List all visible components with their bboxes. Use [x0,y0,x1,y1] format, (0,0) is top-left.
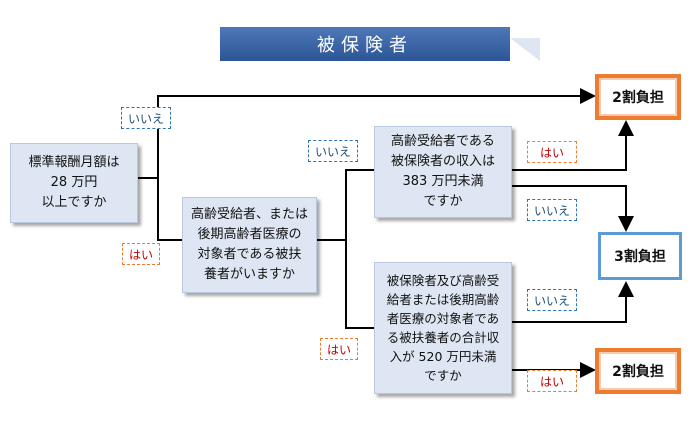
label-yes-q2: はい [320,338,358,360]
label-no-q4: いいえ [527,289,577,311]
title-decoration [510,38,540,61]
q4-line: 者医療の対象者であ [386,311,500,326]
question-income-383: 高齢受給者である 被保険者の収入は 383 万円未満 ですか [374,126,512,218]
line-q1-no [138,88,596,179]
question-income-520: 被保険者及び高齢受 給者または後期高齢 者医療の対象者であ る被扶養者の合計収 … [374,262,512,394]
q3-line: ですか [423,194,463,209]
q1-line: 以上ですか [41,195,107,210]
label-no-q3: いいえ [527,199,577,221]
page-title: 被保険者 [220,27,510,61]
q4-line: 入が 520 万円未満 [389,349,497,364]
line-q1-yes [157,178,182,241]
line-q3-yes [512,120,634,171]
label-yes-q1: はい [122,243,160,265]
q3-line: 被保険者の収入は [390,154,495,169]
q2-line: 高齢受給者、または [190,207,308,222]
q4-line: 給者または後期高齢 [386,292,500,307]
q4-line: 被保険者及び高齢受 [386,273,500,288]
q3-line: 383 万円未満 [402,174,484,189]
label-no-q2: いいえ [308,140,358,162]
label-yes-q3: はい [527,141,577,163]
q2-line: 後期高齢者医療の [197,227,302,242]
q4-line: る被扶養者の合計収 [386,330,500,345]
line-q4-no [512,281,634,323]
q2-line: 対象者である被扶 [197,247,302,262]
q3-line: 高齢受給者である [391,134,495,149]
q2-line: 養者がいますか [203,267,295,282]
question-monthly-salary: 標準報酬月額は 28 万円 以上ですか [10,143,138,223]
label-yes-q4: はい [527,370,577,392]
result-middle-30pct: 3割負担 [598,232,682,280]
result-bottom-20pct: 2割負担 [595,348,681,394]
line-q3-no [512,185,634,232]
label-no-q1: いいえ [121,107,171,129]
line-q2-no [345,169,374,240]
q1-line: 標準報酬月額は [28,155,120,170]
q1-line: 28 万円 [50,175,98,190]
q4-line: ですか [424,368,462,383]
question-dependents: 高齢受給者、または 後期高齢者医療の 対象者である被扶 養者がいますか [182,197,317,293]
line-q2-yes [345,240,374,329]
result-top-20pct: 2割負担 [595,74,681,120]
